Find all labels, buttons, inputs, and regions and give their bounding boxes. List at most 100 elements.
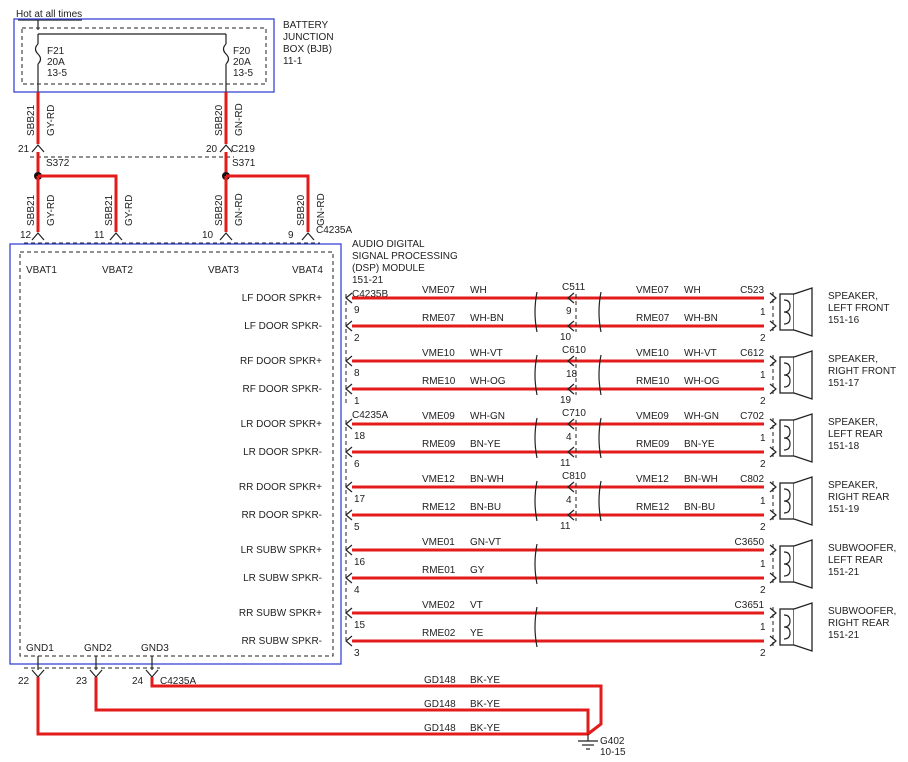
circuit-plus-far: VME12	[636, 474, 669, 485]
speaker-pin-minus: 2	[760, 585, 766, 596]
speaker-label: RIGHT FRONT	[828, 366, 896, 377]
speaker-label: SPEAKER,	[828, 354, 878, 365]
connector-pin-number: 18	[354, 431, 366, 442]
feed-lower-color-2: GY-RD	[124, 195, 135, 226]
connector-pin-icon	[219, 144, 233, 153]
speaker-label: SPEAKER,	[828, 480, 878, 491]
circuit-plus: VME10	[422, 348, 455, 359]
speaker-cone-icon	[793, 476, 813, 526]
speaker-connector-name: C702	[740, 411, 764, 422]
feed-upper-pin-1: 21	[18, 144, 30, 155]
connector-pin-icon	[345, 446, 353, 458]
speaker-pin-plus: 1	[760, 307, 766, 318]
ground-wire-2-circuit: GD148	[424, 699, 456, 710]
connector-pin-icon	[769, 383, 777, 395]
speaker-pin-plus: 1	[760, 433, 766, 444]
color-minus: GY	[470, 565, 485, 576]
circuit-plus: VME02	[422, 600, 455, 611]
connector-pin-icon	[345, 509, 353, 521]
module-title-1: AUDIO DIGITAL	[352, 239, 425, 250]
speaker-pin-plus: 1	[760, 559, 766, 570]
color-minus-far: BN-BU	[684, 502, 715, 513]
bjb-title-1: BATTERY	[283, 20, 329, 31]
splice-s371: S371	[232, 158, 256, 169]
circuit-plus: VME09	[422, 411, 455, 422]
connector-pin-icon	[145, 669, 159, 678]
connector-pin-icon	[345, 572, 353, 584]
bjb-title-2: JUNCTION	[283, 32, 334, 43]
vbat4-label: VBAT4	[292, 265, 323, 276]
ground-connector: C4235A	[160, 676, 196, 687]
circuit-plus: VME07	[422, 285, 455, 296]
color-plus: WH-GN	[470, 411, 505, 422]
speaker-pin-plus: 1	[760, 370, 766, 381]
inline-connector-name: C511	[562, 282, 586, 293]
speaker-label: 151-16	[828, 315, 860, 326]
connector-pin-icon	[345, 544, 353, 556]
module-title-3: (DSP) MODULE	[352, 263, 425, 274]
inline-pin-plus: 9	[566, 306, 572, 317]
connector-c4235a-mid: C4235A	[352, 410, 388, 421]
speaker-cone-icon	[793, 539, 813, 589]
color-minus: BN-BU	[470, 502, 501, 513]
speaker-channels: LF DOOR SPKR+LF DOOR SPKR-92C511910VME07…	[239, 282, 896, 659]
inline-pin-minus: 11	[560, 521, 571, 532]
connector-pin-icon	[769, 418, 777, 430]
speaker-coil-icon	[783, 614, 791, 640]
connector-pin-icon	[567, 320, 575, 332]
module-pin-label-plus: LR DOOR SPKR+	[241, 419, 323, 430]
color-minus: WH-BN	[470, 313, 504, 324]
circuit-minus: RME09	[422, 439, 456, 450]
speaker-pin-minus: 2	[760, 648, 766, 659]
speaker-label: SPEAKER,	[828, 417, 878, 428]
module-pin-label-minus: RR SUBW SPKR-	[241, 636, 322, 647]
inline-connector-name: C610	[562, 345, 586, 356]
vbat1-label: VBAT1	[26, 265, 57, 276]
twisted-pair-icon	[598, 291, 602, 333]
fuse-f21-ref: 13-5	[47, 68, 67, 79]
twisted-pair-icon	[598, 354, 602, 396]
module-pin-label-minus: LR SUBW SPKR-	[243, 573, 322, 584]
ground-wire-1-circuit: GD148	[424, 675, 456, 686]
speaker-label: SUBWOOFER,	[828, 543, 896, 554]
twisted-pair-icon	[534, 354, 538, 396]
speaker-connector-name: C612	[740, 348, 764, 359]
inline-pin-plus: 4	[566, 495, 572, 506]
speaker-coil-icon	[783, 551, 791, 577]
twisted-pair-icon	[534, 417, 538, 459]
gnd1-label: GND1	[26, 643, 54, 654]
speaker-label: RIGHT REAR	[828, 618, 890, 629]
connector-pin-number: 15	[354, 620, 366, 631]
circuit-plus: VME12	[422, 474, 455, 485]
connector-pin-icon	[567, 383, 575, 395]
fuse-f20-ref: 13-5	[233, 68, 253, 79]
vbat3-label: VBAT3	[208, 265, 239, 276]
speaker-label: SUBWOOFER,	[828, 606, 896, 617]
connector-pin-icon	[345, 481, 353, 493]
ground-pin-3: 24	[132, 676, 144, 687]
speaker-cone-icon	[793, 350, 813, 400]
fuse-f20-name: F20	[233, 46, 251, 57]
speaker-label: LEFT REAR	[828, 555, 883, 566]
speaker-connector-name: C802	[740, 474, 764, 485]
dsp-module-body	[19, 251, 334, 657]
speaker-cone-icon	[793, 602, 813, 652]
dsp-module-frame	[9, 243, 342, 665]
color-minus-far: BN-YE	[684, 439, 715, 450]
color-minus-far: WH-BN	[684, 313, 718, 324]
twisted-pair-icon	[534, 543, 538, 585]
speaker-label: LEFT REAR	[828, 429, 883, 440]
vbat2-label: VBAT2	[102, 265, 133, 276]
connector-pin-icon	[345, 635, 353, 647]
connector-pin-icon	[567, 509, 575, 521]
inline-connector-name: C710	[562, 408, 586, 419]
twisted-pair-icon	[598, 480, 602, 522]
speaker-label: 151-18	[828, 441, 860, 452]
connector-pin-number: 3	[354, 648, 360, 659]
color-plus-far: WH	[684, 285, 701, 296]
feed-lower-pin-4: 9	[288, 230, 294, 241]
wire-vbat4	[226, 174, 310, 232]
speaker-label: RIGHT REAR	[828, 492, 890, 503]
color-minus: BN-YE	[470, 439, 501, 450]
connector-pin-icon	[219, 232, 233, 241]
